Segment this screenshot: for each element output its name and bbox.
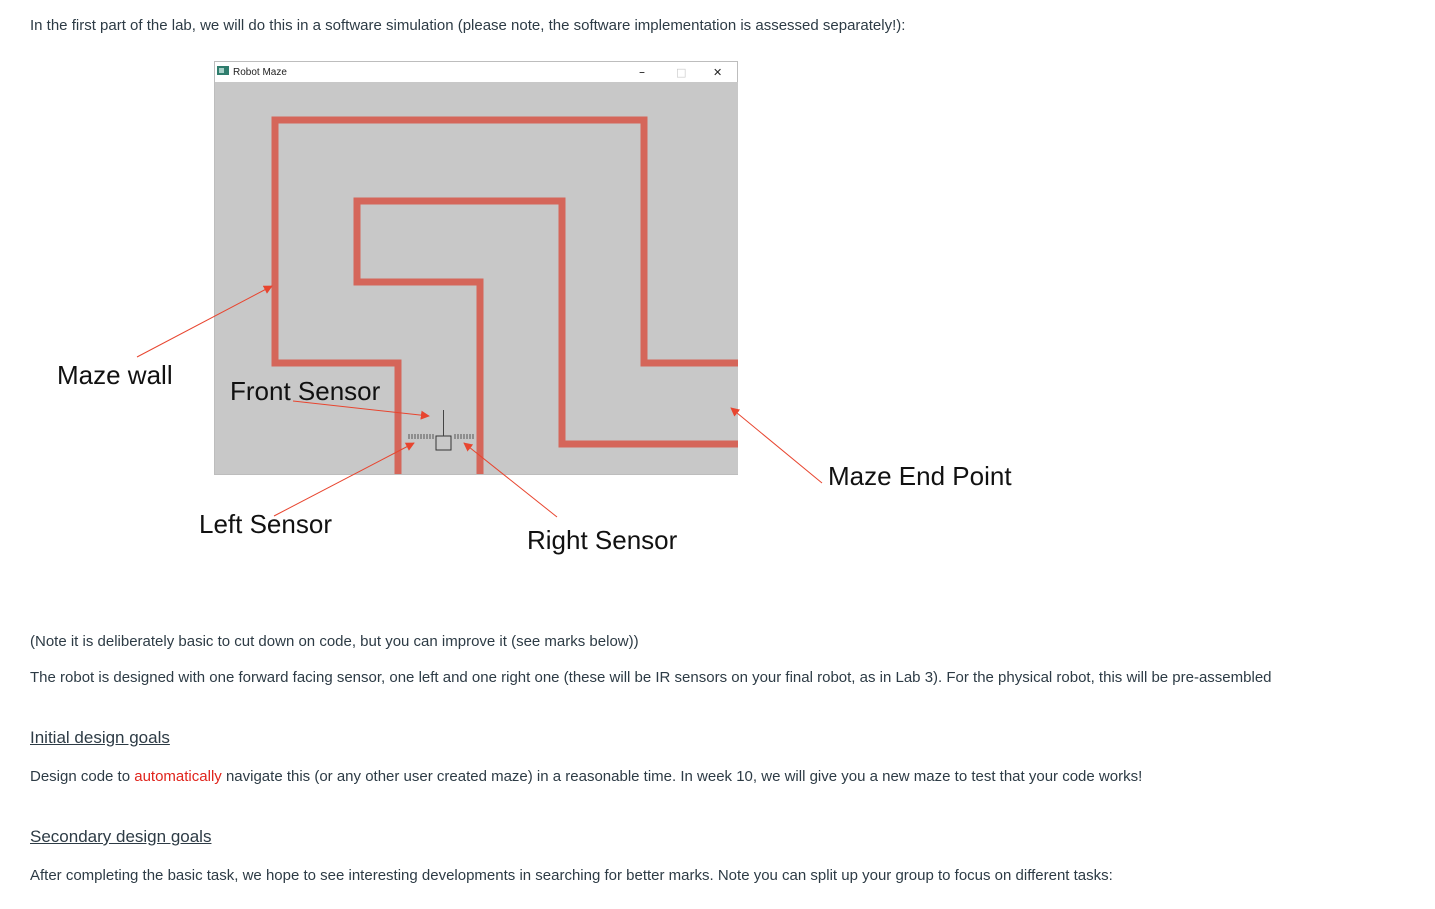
intro-paragraph: In the first part of the lab, we will do… [30, 17, 906, 34]
close-icon[interactable]: ✕ [713, 66, 722, 79]
window-title: Robot Maze [233, 67, 287, 78]
maze-end-arrow [730, 407, 823, 484]
secondary-goals-paragraph: After completing the basic task, we hope… [30, 867, 1113, 884]
initial-goals-heading: Initial design goals [30, 728, 170, 747]
initial-text-before: Design code to [30, 768, 135, 785]
initial-goals-paragraph: Design code to automatically navigate th… [30, 767, 1142, 787]
maze-end-point-label: Maze End Point [828, 461, 1012, 491]
robot-maze-figure: Robot Maze – □ ✕ [57, 61, 1012, 555]
window-titlebar [215, 62, 737, 82]
secondary-goals-heading: Secondary design goals [30, 827, 212, 846]
maze-walls [271, 116, 738, 474]
maze-wall-label: Maze wall [57, 360, 173, 390]
minimize-icon[interactable]: – [639, 65, 645, 79]
right-sensor-beam [454, 434, 474, 439]
maximize-icon[interactable]: □ [676, 66, 686, 79]
maze-wall-inner [353, 197, 738, 474]
maze-wall-outer [271, 116, 738, 474]
front-sensor-label: Front Sensor [230, 376, 381, 406]
left-sensor-beam [408, 434, 434, 439]
app-icon [217, 66, 229, 75]
maze-wall-arrow [136, 285, 273, 358]
left-sensor-label: Left Sensor [199, 509, 332, 539]
annotation-arrows [136, 285, 823, 518]
front-sensor-arrow [292, 400, 430, 420]
right-sensor-label: Right Sensor [527, 525, 678, 555]
left-sensor-arrow [273, 442, 415, 517]
robot [408, 410, 474, 451]
automatically-highlight: automatically [134, 768, 222, 785]
design-paragraph: The robot is designed with one forward f… [30, 669, 1272, 686]
right-sensor-arrow [463, 442, 558, 518]
note-paragraph: (Note it is deliberately basic to cut do… [30, 633, 639, 650]
initial-text-after: navigate this (or any other user created… [221, 768, 1143, 785]
